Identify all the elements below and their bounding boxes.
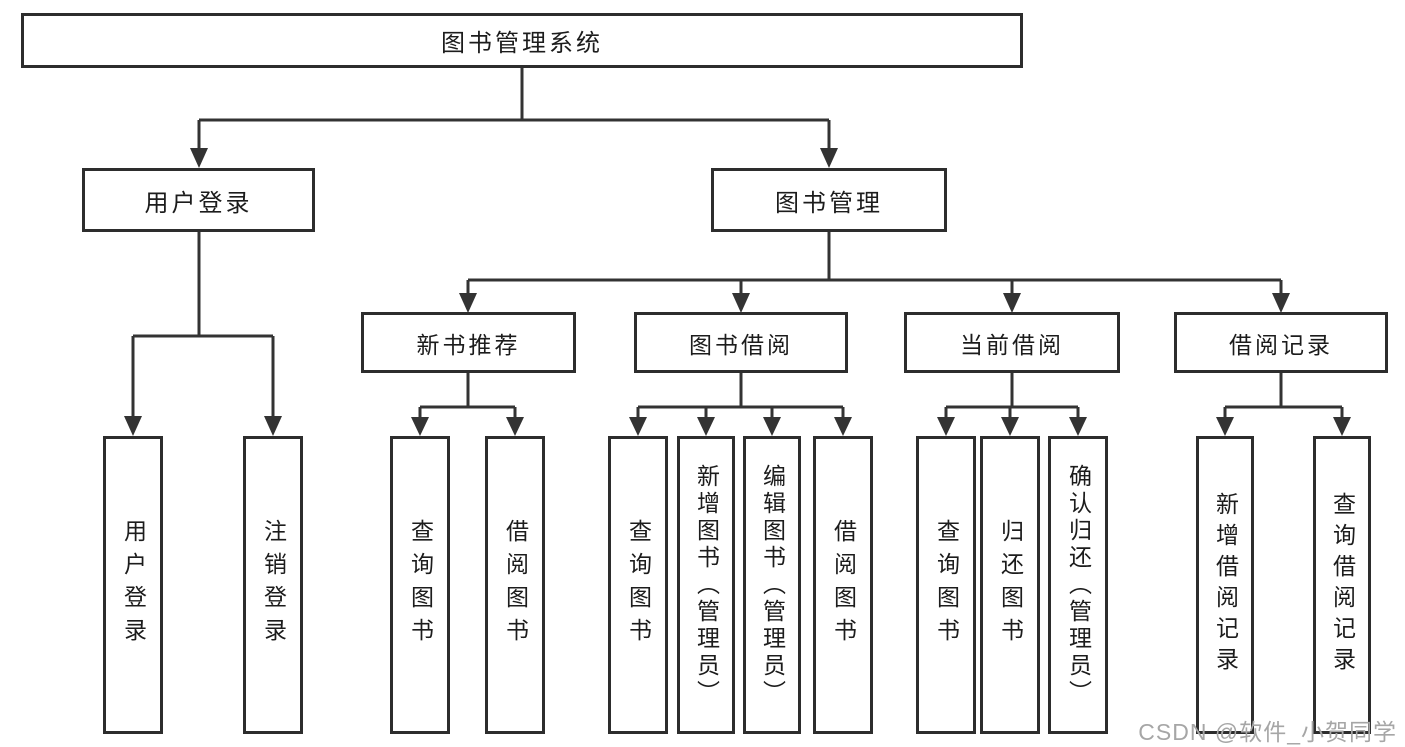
node-label: 归还图书: [997, 519, 1024, 651]
node-label: 借阅图书: [502, 519, 529, 651]
node-book-management: 图书管理: [711, 168, 947, 232]
leaf-query-borrow-record: 查询借阅记录: [1313, 436, 1371, 734]
arrow-down-icon: [1272, 293, 1290, 313]
leaf-borrow-books-1: 借阅图书: [485, 436, 545, 734]
leaf-add-book-admin: 新增图书（管理员）: [677, 436, 735, 734]
leaf-edit-book-admin: 编辑图书（管理员）: [743, 436, 801, 734]
node-borrow-records: 借阅记录: [1174, 312, 1388, 373]
node-label: 确认归还（管理员）: [1065, 463, 1092, 707]
node-label: 用户登录: [120, 519, 147, 651]
arrow-down-icon: [411, 417, 429, 436]
node-label: 借阅图书: [830, 519, 857, 651]
arrow-down-icon: [834, 417, 852, 436]
node-label: 查询图书: [933, 519, 960, 651]
node-label: 查询图书: [407, 519, 434, 651]
node-label: 新增借阅记录: [1212, 492, 1239, 678]
leaf-query-books-1: 查询图书: [390, 436, 450, 734]
arrow-down-icon: [1069, 417, 1087, 436]
leaf-query-books-3: 查询图书: [916, 436, 976, 734]
arrow-down-icon: [629, 417, 647, 436]
connector-new-book-split: [411, 373, 524, 436]
connector-book-management-split: [459, 232, 1290, 313]
node-root-system: 图书管理系统: [21, 13, 1023, 68]
node-label: 注销登录: [260, 519, 287, 651]
leaf-user-login: 用户登录: [103, 436, 163, 734]
node-current-borrow: 当前借阅: [904, 312, 1120, 373]
leaf-add-borrow-record: 新增借阅记录: [1196, 436, 1254, 734]
leaf-logout: 注销登录: [243, 436, 303, 734]
node-label: 编辑图书（管理员）: [759, 463, 786, 707]
connector-borrow-records-split: [1216, 373, 1351, 436]
arrow-down-icon: [264, 416, 282, 436]
arrow-down-icon: [459, 293, 477, 313]
node-label: 图书管理: [775, 189, 883, 217]
arrow-down-icon: [1333, 417, 1351, 436]
arrow-down-icon: [697, 417, 715, 436]
node-label: 查询借阅记录: [1329, 492, 1356, 678]
arrow-down-icon: [190, 148, 208, 168]
arrow-down-icon: [820, 148, 838, 168]
arrow-down-icon: [124, 416, 142, 436]
arrow-down-icon: [1003, 293, 1021, 313]
arrow-down-icon: [1001, 417, 1019, 436]
leaf-return-book: 归还图书: [980, 436, 1040, 734]
connector-current-borrow-split: [937, 373, 1087, 436]
leaf-borrow-books-2: 借阅图书: [813, 436, 873, 734]
node-label: 借阅记录: [1229, 331, 1333, 358]
arrow-down-icon: [937, 417, 955, 436]
node-label: 当前借阅: [960, 331, 1064, 358]
node-label: 查询图书: [625, 519, 652, 651]
node-book-borrow: 图书借阅: [634, 312, 848, 373]
node-label: 新书推荐: [416, 331, 521, 358]
node-label: 新增图书（管理员）: [693, 463, 720, 707]
node-label: 图书借阅: [689, 331, 793, 358]
leaf-query-books-2: 查询图书: [608, 436, 668, 734]
node-new-book-recommend: 新书推荐: [361, 312, 576, 373]
arrow-down-icon: [732, 293, 750, 313]
arrow-down-icon: [506, 417, 524, 436]
csdn-watermark: CSDN @软件_小贺同学: [1138, 719, 1397, 745]
node-user-login: 用户登录: [82, 168, 315, 232]
connector-user-login-split: [124, 232, 282, 436]
arrow-down-icon: [763, 417, 781, 436]
leaf-confirm-return-admin: 确认归还（管理员）: [1048, 436, 1108, 734]
arrow-down-icon: [1216, 417, 1234, 436]
connector-root-split: [190, 68, 838, 168]
node-label: 用户登录: [144, 189, 253, 217]
node-label: 图书管理系统: [441, 30, 603, 57]
connector-book-borrow-split: [629, 373, 852, 436]
